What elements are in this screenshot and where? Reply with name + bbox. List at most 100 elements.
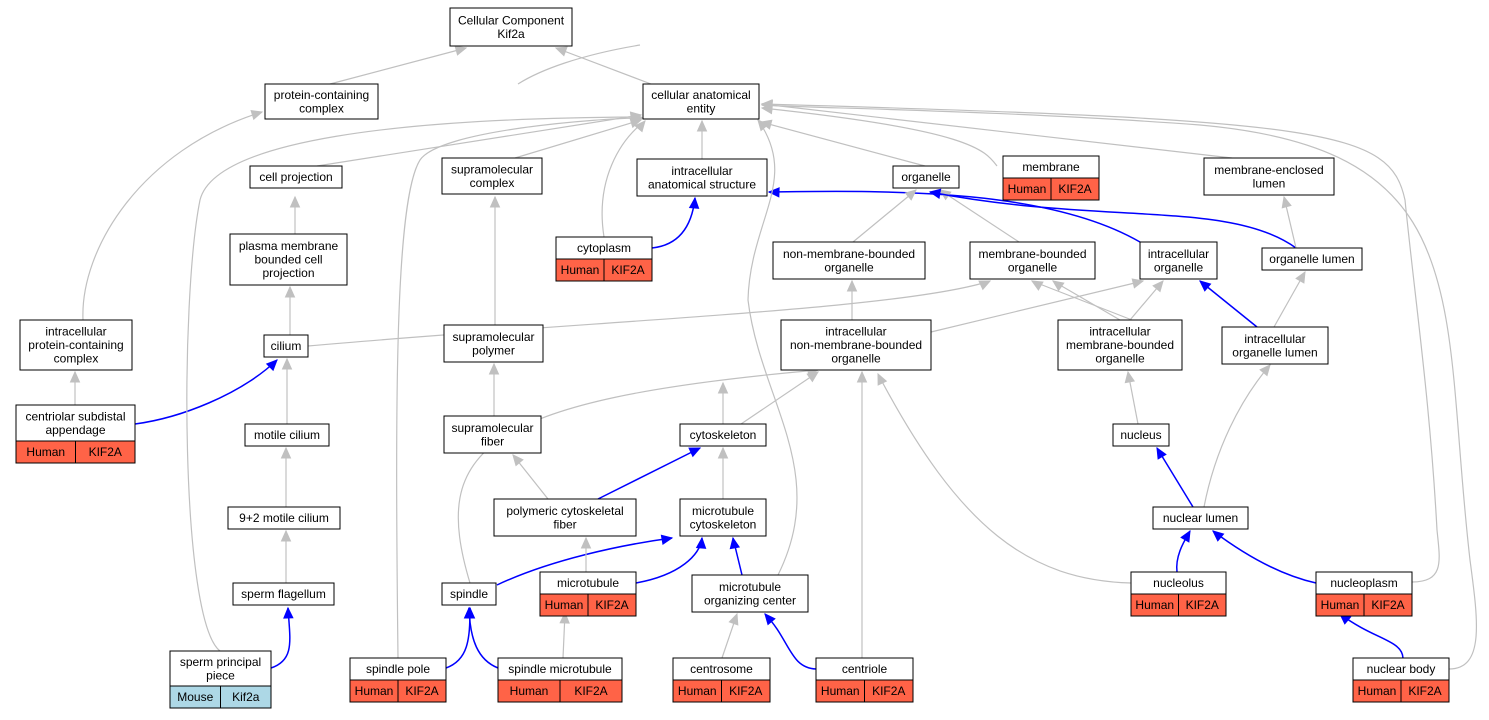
node-label: nucleolus — [1153, 576, 1204, 590]
edge-48 — [877, 372, 1132, 584]
edge-line — [82, 111, 263, 321]
node-nine-plus-two-motile-cilium[interactable]: 9+2 motile cilium — [227, 506, 341, 530]
node-nucleus[interactable]: nucleus — [1112, 423, 1170, 447]
node-label: sperm principal — [180, 655, 261, 669]
node-cell-projection[interactable]: cell projection — [249, 165, 343, 189]
arrowhead-icon — [696, 119, 708, 132]
node-label: cytoplasm — [577, 241, 631, 255]
node-nucleoplasm[interactable]: nucleoplasm — [1315, 571, 1413, 595]
node-label: supramolecular — [451, 421, 533, 435]
node-label: intracellular — [1244, 332, 1305, 346]
node-spindle-pole[interactable]: spindle pole — [349, 657, 447, 681]
edge-line — [1199, 280, 1258, 328]
arrowhead-icon — [767, 187, 780, 198]
node-cilium[interactable]: cilium — [263, 334, 309, 358]
node-label: cell projection — [259, 170, 332, 184]
species-label: Mouse — [177, 690, 213, 704]
edge-41 — [280, 529, 292, 583]
node-label: intracellular — [671, 164, 732, 178]
node-intracellular-non-membrane-bounded-organelle[interactable]: intracellularnon-membrane-boundedorganel… — [780, 319, 932, 371]
edge-line — [601, 120, 646, 238]
node-membrane[interactable]: membrane — [1002, 155, 1100, 179]
node-label: cilium — [271, 339, 302, 353]
node-label: motile cilium — [254, 428, 320, 442]
node-spindle[interactable]: spindle — [441, 582, 497, 606]
edge-line — [134, 359, 278, 425]
node-cytoskeleton[interactable]: cytoskeleton — [679, 423, 767, 447]
node-spindle-microtubule[interactable]: spindle microtubule — [497, 657, 623, 681]
node-label: sperm flagellum — [241, 587, 326, 601]
edge-52 — [396, 113, 645, 659]
node-label: membrane — [1022, 160, 1080, 174]
arrowhead-icon — [695, 536, 707, 549]
node-centriole[interactable]: centriole — [815, 657, 914, 681]
node-box — [232, 582, 335, 606]
edge-line — [1031, 280, 1133, 321]
edge-30 — [281, 357, 293, 424]
edge-55 — [559, 611, 570, 659]
node-label: centriole — [842, 662, 888, 676]
edge-line — [316, 114, 642, 167]
edge-line — [761, 103, 1440, 583]
edge-37 — [512, 454, 549, 500]
node-box — [244, 423, 330, 447]
graph-edges — [69, 44, 1477, 670]
edge-1 — [329, 45, 468, 85]
node-centrosome[interactable]: centrosome — [672, 657, 771, 681]
node-nuclear-lumen[interactable]: nuclear lumen — [1152, 506, 1249, 530]
arrowhead-icon — [489, 195, 501, 208]
edge-line — [740, 371, 819, 425]
node-microtubule[interactable]: microtubule — [539, 571, 637, 595]
node-motile-cilium[interactable]: motile cilium — [244, 423, 330, 447]
gene-label: KIF2A — [1371, 598, 1404, 612]
gene-cell — [397, 679, 447, 703]
node-box — [679, 423, 767, 447]
arrowhead-icon — [69, 370, 81, 383]
edge-43 — [635, 536, 707, 584]
edge-line — [517, 44, 641, 85]
arrowhead-icon — [729, 536, 741, 550]
node-organelle-lumen[interactable]: organelle lumen — [1261, 247, 1363, 271]
node-label: appendage — [45, 423, 105, 437]
node-nucleolus[interactable]: nucleolus — [1130, 571, 1227, 595]
edge-line — [852, 189, 917, 243]
edge-line — [1052, 280, 1121, 321]
node-label: organelle — [901, 170, 951, 184]
node-label: organelle — [1154, 260, 1204, 274]
node-nuclear-body[interactable]: nuclear body — [1352, 657, 1450, 681]
gene-cell — [603, 258, 653, 282]
node-box — [493, 498, 637, 537]
node-label: intracellular — [45, 325, 106, 339]
node-cytoplasm[interactable]: cytoplasm — [555, 236, 653, 260]
node-organelle[interactable]: organelle — [892, 165, 960, 189]
gene-cell — [1178, 593, 1227, 617]
arrowhead-icon — [1259, 364, 1271, 377]
node-sperm-flagellum[interactable]: sperm flagellum — [232, 582, 335, 606]
node-label: anatomical structure — [648, 177, 756, 191]
edge-line — [939, 189, 1020, 243]
arrowhead-icon — [1212, 530, 1225, 542]
arrowhead-icon — [1281, 195, 1292, 209]
edge-line — [761, 103, 1233, 159]
